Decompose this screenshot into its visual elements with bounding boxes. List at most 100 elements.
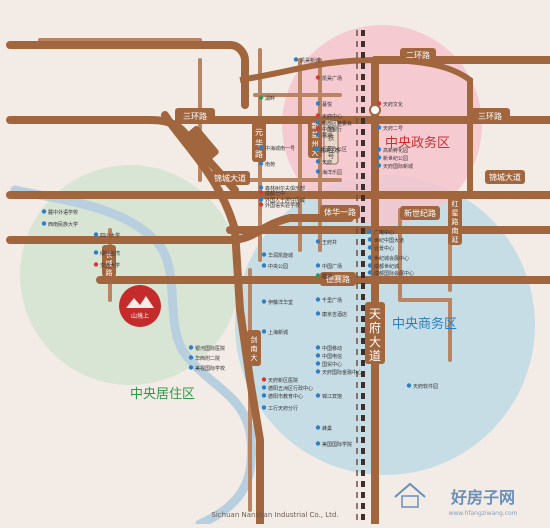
poi-blue-label: 行政办公区: [322, 146, 347, 153]
poi-blue-dot: [261, 393, 267, 398]
svg-text:山境上: 山境上: [131, 312, 149, 320]
poi-blue-dot: [406, 383, 412, 388]
poi-blue-dot: [315, 441, 321, 446]
poi-blue-label: 康京吉酒店: [322, 311, 347, 318]
poi-blue-label: 美视国际学校: [195, 365, 225, 372]
tihua-label: 体华一路: [320, 205, 360, 219]
ring3-left-label: 三环路: [175, 108, 215, 124]
svg-text:星: 星: [452, 209, 459, 217]
poi-blue-label: 蜂巢: [322, 425, 332, 432]
poi-blue-label: 麓湖: [322, 132, 332, 139]
poi-blue-label: 凯昊新城: [300, 57, 320, 64]
poi-blue-label: 南部区管委会: [322, 120, 352, 127]
poi-blue-label: 绿地蓝湾: [100, 250, 120, 257]
svg-text:路: 路: [255, 149, 263, 159]
poi-blue-label: 中海城南一号: [265, 145, 295, 152]
svg-text:元: 元: [255, 128, 263, 137]
svg-text:体华一路: 体华一路: [324, 207, 356, 217]
poi-blue-label: 海洋乐园: [322, 169, 342, 176]
poi-blue-label: 天府国际金融中心: [322, 369, 362, 376]
hongxing-label: 红 星 路 南 延: [448, 195, 462, 245]
poi-blue-label: 成都世纪城: [374, 263, 399, 270]
svg-text:三环路: 三环路: [183, 111, 207, 121]
poi-blue-label: 锦江宾馆: [322, 393, 342, 400]
svg-text:二环路: 二环路: [406, 50, 430, 60]
svg-text:一: 一: [328, 143, 335, 151]
poi-blue-label: 华西附二院: [195, 355, 220, 362]
poi-red-dot: [258, 202, 264, 207]
poi-blue-dot: [261, 299, 267, 304]
ditie1-label: 地 铁 一 号: [323, 119, 339, 165]
zone-business-label: 中央商务区: [392, 316, 457, 332]
poi-blue-dot: [41, 221, 47, 226]
poi-blue-label: 世纪城会展中心: [374, 255, 409, 262]
poi-blue-dot: [315, 159, 321, 164]
poi-blue-label: 千里广场: [322, 297, 342, 304]
poi-blue-dot: [315, 169, 321, 174]
poi-red-label: 成都七中: [265, 190, 285, 197]
changhua-label: [187, 125, 219, 161]
poi-red-label: 天府文化: [383, 101, 403, 108]
poi-blue-label: 伊藤洋华堂: [268, 299, 293, 306]
poi-blue-label: 中央公园: [268, 263, 288, 270]
yuanhua-label: 元 华 路: [252, 122, 266, 162]
poi-blue-label: 外国人士居住区域: [265, 197, 305, 204]
poi-red-label: 外国语实验学校: [265, 202, 300, 209]
poi-blue-dot: [367, 255, 373, 260]
poi-blue-dot: [315, 311, 321, 316]
poi-blue-label: 四川大学: [100, 232, 120, 239]
svg-text:好房子网: 好房子网: [450, 488, 515, 507]
poi-red-dot: [315, 75, 321, 80]
svg-text:南: 南: [452, 226, 459, 235]
ring-road-2: [239, 56, 473, 195]
poi-blue-dot: [315, 239, 321, 244]
svg-text:南: 南: [251, 344, 258, 353]
poi-blue-label: 中国广场: [322, 263, 342, 270]
jiannan-label: 剑 南 大: [247, 330, 261, 366]
poi-red-dot: [376, 101, 382, 106]
major-roads: [6, 41, 550, 528]
poi-blue-dot: [261, 329, 267, 334]
poi-blue-label: 银河国际医院: [195, 345, 225, 352]
poi-blue-label: 德阳五洲区行政中心: [268, 385, 313, 392]
svg-text:三环路: 三环路: [478, 111, 502, 121]
tianfu-avenue-label: 天 府 大 道: [365, 302, 385, 364]
poi-red-label: 天府中心: [322, 113, 342, 120]
changcheng-label: 长 城 路: [102, 245, 116, 277]
poi-blue-label: 天府软件园: [413, 383, 438, 390]
poi-green-label: 湖畔: [265, 95, 275, 102]
poi-blue-dot: [258, 185, 264, 190]
poi-blue-dot: [188, 355, 194, 360]
poi-blue-dot: [93, 250, 99, 255]
poi-blue-dot: [261, 252, 267, 257]
svg-text:益: 益: [312, 130, 319, 139]
poi-blue-label: 广电中心: [374, 229, 394, 236]
poi-blue-label: 西南民族大学: [48, 221, 78, 228]
jincheng-label-left: 锦城大道: [210, 171, 250, 185]
poi-blue-label: 国贸中心: [322, 361, 342, 368]
poi-blue-dot: [367, 229, 373, 234]
poi-blue-label: 森林树尔夫俱乐部: [265, 185, 305, 192]
svg-text:铁: 铁: [328, 133, 335, 142]
poi-group-blue: 凯昊新城蔓悦南部区管委会麓湖行政办公区天府海洋乐园中海城南一号南苑森林树尔夫俱乐…: [41, 57, 438, 448]
poi-red-label: 天府新区医院: [268, 377, 298, 384]
svg-text:长: 长: [106, 250, 113, 259]
poi-blue-dot: [258, 161, 264, 166]
poi-blue-dot: [367, 237, 373, 242]
poi-blue-dot: [315, 345, 321, 350]
poi-blue-dot: [315, 297, 321, 302]
svg-text:华: 华: [255, 138, 263, 148]
poi-blue-label: 天府国际新城: [383, 163, 413, 170]
svg-text:路: 路: [106, 268, 113, 277]
poi-blue-dot: [93, 232, 99, 237]
svg-text:路: 路: [452, 217, 459, 226]
svg-text:新: 新: [312, 121, 319, 130]
poi-red-dot: [315, 126, 321, 131]
poi-blue-dot: [261, 405, 267, 410]
poi-green-dot: [315, 273, 321, 278]
svg-text:www.hfangziwang.com: www.hfangziwang.com: [448, 510, 517, 517]
poi-blue-label: 高新孵化园: [383, 147, 408, 154]
poi-blue-label: 华润凯旋城: [268, 252, 293, 259]
